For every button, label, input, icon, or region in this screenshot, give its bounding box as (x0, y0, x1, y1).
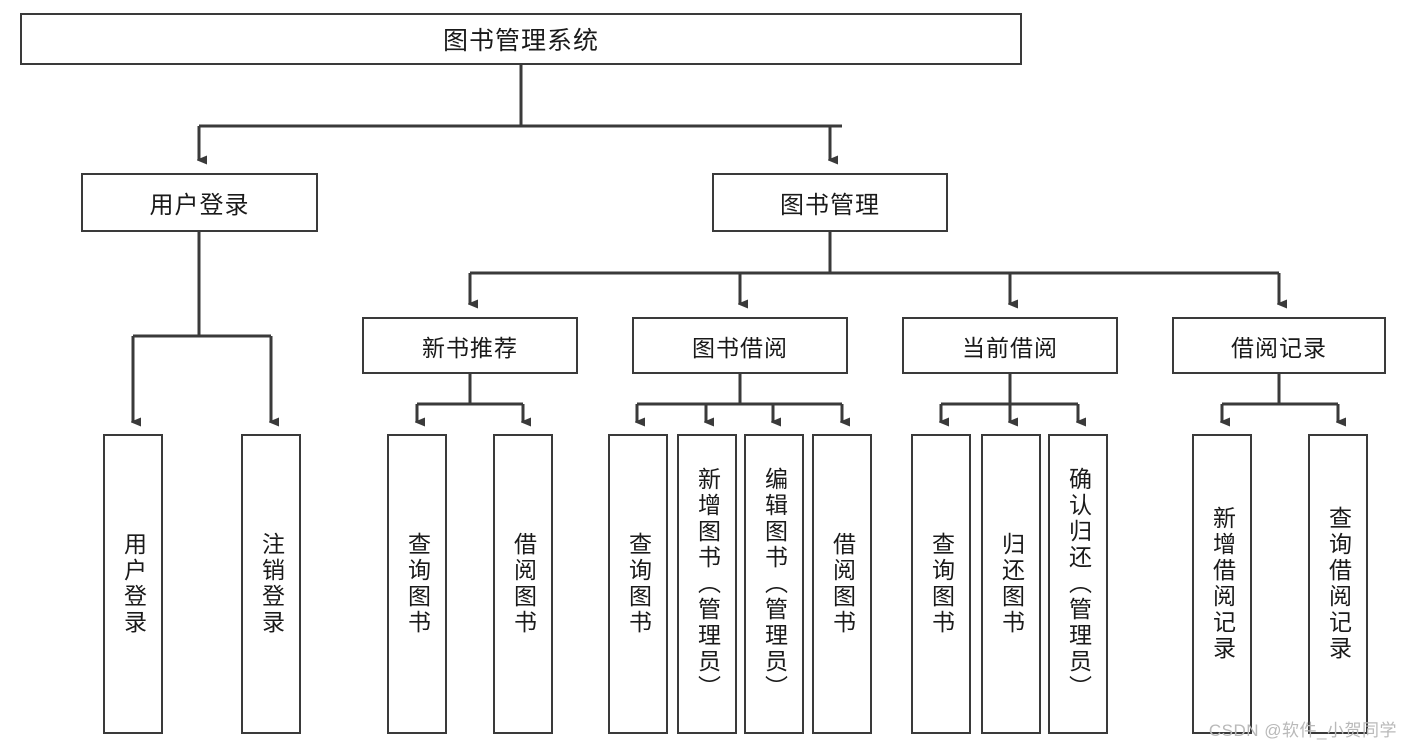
leaf-book-borrow-add[interactable]: 新增图书（管理员） (677, 434, 737, 734)
node-label: 借阅记录 (1231, 334, 1327, 361)
node-label: 新书推荐 (422, 334, 518, 361)
node-label: 编辑图书（管理员） (761, 467, 788, 701)
node-label: 借阅图书 (829, 532, 856, 636)
node-label: 图书管理 (780, 192, 880, 219)
leaf-new-book-query[interactable]: 查询图书 (387, 434, 447, 734)
csdn-watermark: CSDN @软件_小贺同学 (1208, 721, 1397, 740)
node-label: 新增图书（管理员） (694, 467, 721, 701)
node-label: 查询图书 (625, 532, 652, 636)
leaf-borrow-record-add[interactable]: 新增借阅记录 (1192, 434, 1252, 734)
node-root-system[interactable]: 图书管理系统 (20, 13, 1022, 65)
leaf-borrow-record-query[interactable]: 查询借阅记录 (1308, 434, 1368, 734)
leaf-current-borrow-confirm-return[interactable]: 确认归还（管理员） (1048, 434, 1108, 734)
node-borrow-record[interactable]: 借阅记录 (1172, 317, 1386, 374)
node-label: 查询图书 (928, 532, 955, 636)
node-book-management[interactable]: 图书管理 (712, 173, 948, 232)
leaf-user-login-signin[interactable]: 用户登录 (103, 434, 163, 734)
node-label: 查询图书 (404, 532, 431, 636)
node-current-borrow[interactable]: 当前借阅 (902, 317, 1118, 374)
node-label: 确认归还（管理员） (1065, 467, 1092, 701)
node-label: 用户登录 (149, 192, 250, 219)
node-label: 借阅图书 (510, 532, 537, 636)
node-label: 当前借阅 (962, 334, 1058, 361)
leaf-book-borrow-borrow[interactable]: 借阅图书 (812, 434, 872, 734)
node-label: 用户登录 (120, 532, 147, 636)
node-label: 图书借阅 (692, 334, 788, 361)
leaf-book-borrow-edit[interactable]: 编辑图书（管理员） (744, 434, 804, 734)
node-label: 新增借阅记录 (1209, 506, 1236, 662)
node-user-login[interactable]: 用户登录 (81, 173, 318, 232)
leaf-current-borrow-query[interactable]: 查询图书 (911, 434, 971, 734)
leaf-book-borrow-query[interactable]: 查询图书 (608, 434, 668, 734)
node-new-book-recommend[interactable]: 新书推荐 (362, 317, 578, 374)
leaf-new-book-borrow[interactable]: 借阅图书 (493, 434, 553, 734)
node-label: 图书管理系统 (442, 27, 599, 55)
node-book-borrow[interactable]: 图书借阅 (632, 317, 848, 374)
node-label: 查询借阅记录 (1325, 506, 1352, 662)
leaf-user-login-signout[interactable]: 注销登录 (241, 434, 301, 734)
leaf-current-borrow-return[interactable]: 归还图书 (981, 434, 1041, 734)
node-label: 注销登录 (258, 532, 285, 636)
node-label: 归还图书 (998, 532, 1025, 636)
